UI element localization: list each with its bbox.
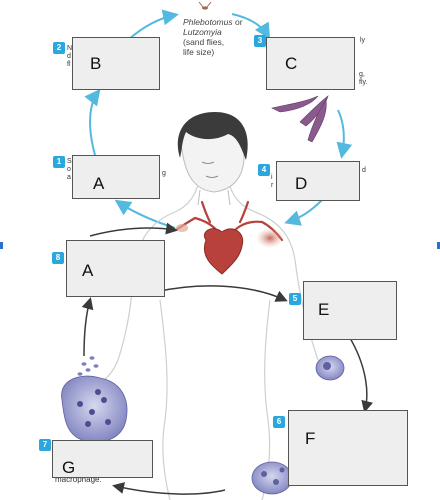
vector-caption-line5: life size) <box>183 47 215 57</box>
macrophage-cell-icon <box>315 355 345 381</box>
label-box-step7[interactable]: G <box>52 440 153 478</box>
step4-fragment-line3: r <box>271 182 274 189</box>
label-box-step2[interactable]: B <box>72 37 160 90</box>
step1-fragment-line4: g <box>162 170 166 177</box>
step3-text-fragment-lower: g, fly. <box>359 71 367 87</box>
step4-fragment-line2: i <box>271 174 273 181</box>
step-badge-6: 6 <box>273 416 285 428</box>
step2-text-fragment: N d fl <box>67 45 72 69</box>
cycle-arrow-top-to-3 <box>231 13 271 40</box>
bite-site-icon <box>176 224 188 232</box>
step1-fragment-line2: o <box>67 166 71 173</box>
step-badge-7: 7 <box>39 439 51 451</box>
vector-caption: Phlebotomus or Lutzomyia (sand flies, li… <box>183 17 243 57</box>
label-box-step5[interactable]: E <box>303 281 397 340</box>
label-box-step4-text: D <box>295 174 308 193</box>
vector-genus-2: Lutzomyia <box>183 27 222 37</box>
step3-fragment-line2: g, <box>359 71 365 78</box>
vector-caption-line4: (sand flies, <box>183 37 225 47</box>
label-box-step1-text: A <box>93 174 105 193</box>
step7-text-fragment: macrophage. <box>55 476 102 484</box>
step3-fragment-line1: ly <box>360 37 366 44</box>
step3-text-fragment: ly <box>360 37 365 45</box>
promastigote-parasites-icon <box>271 95 329 143</box>
released-amastigotes-icon <box>77 356 99 376</box>
label-box-step5-text: E <box>318 300 330 319</box>
ruptured-macrophage-icon <box>61 375 128 443</box>
step4-text-fragment: d <box>362 167 366 175</box>
label-box-step2-text: B <box>90 54 102 73</box>
step-badge-4: 4 <box>258 164 270 176</box>
infected-macrophage-icon <box>251 461 293 495</box>
right-edge-marker <box>437 242 440 249</box>
cycle-arrow-8-to-5 <box>154 285 288 302</box>
step2-fragment-line3: fl <box>67 61 71 68</box>
step7-fragment-line1: macrophage. <box>55 475 102 484</box>
step3-fragment-line3: fly. <box>359 79 368 86</box>
step1-fragment-line3: a <box>67 174 71 181</box>
label-box-step3-text: C <box>285 54 298 73</box>
label-box-step6[interactable]: F <box>288 410 408 486</box>
label-box-step6-text: F <box>305 429 316 448</box>
step1-text-fragment-right: g <box>162 170 166 178</box>
label-box-step1[interactable]: A <box>72 155 160 199</box>
human-head <box>177 112 248 206</box>
label-box-step3[interactable]: C <box>266 37 355 90</box>
cycle-arrow-1-to-2 <box>84 88 101 156</box>
left-edge-marker <box>0 242 3 249</box>
cycle-arrow-7-to-8 <box>81 297 94 357</box>
step4-fragment-line1: d <box>362 167 366 174</box>
cycle-arrow-bite-to-1 <box>114 199 176 229</box>
label-box-step8[interactable]: A <box>66 240 165 297</box>
cycle-arrow-6-to-7 <box>112 482 226 495</box>
heart-icon <box>204 228 244 275</box>
vector-genus-1: Phlebotomus <box>183 17 233 27</box>
step-badge-8: 8 <box>52 252 64 264</box>
step2-fragment-line2: d <box>67 53 71 60</box>
cycle-arrow-3-to-4 <box>336 109 353 159</box>
cycle-arrow-8-to-1 <box>89 222 178 237</box>
bite-lesion-icon <box>256 228 284 248</box>
step2-fragment-line1: N <box>67 45 73 52</box>
step4-text-fragment-left: i r <box>271 174 273 190</box>
label-box-step8-text: A <box>82 261 94 280</box>
cycle-arrow-2-to-top <box>127 9 179 41</box>
step1-fragment-line1: S <box>67 158 72 165</box>
label-box-step4[interactable]: D <box>276 161 360 201</box>
step-badge-1: 1 <box>53 156 65 168</box>
vector-caption-or: or <box>235 17 243 27</box>
sand-fly-icon <box>198 1 212 10</box>
step-badge-2: 2 <box>53 42 65 54</box>
label-box-step7-text: G <box>62 458 76 477</box>
step-badge-5: 5 <box>289 293 301 305</box>
step-badge-3: 3 <box>254 35 266 47</box>
step1-text-fragment: S o a <box>67 158 72 182</box>
cycle-arrow-5-to-6 <box>344 329 373 413</box>
cycle-arrow-4-to-bite <box>284 199 323 226</box>
